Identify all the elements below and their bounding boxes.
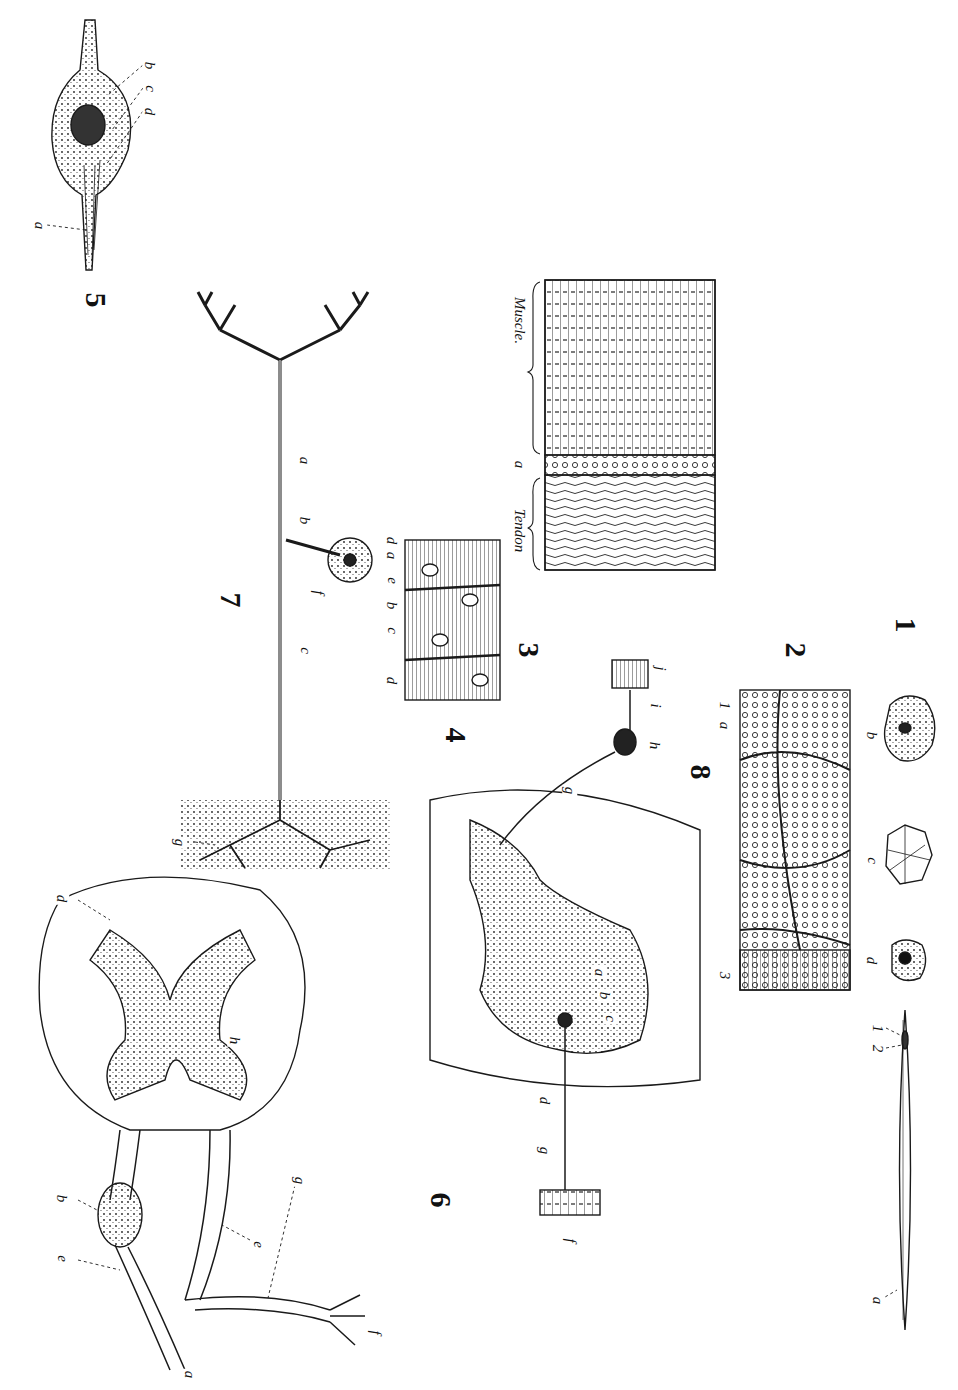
part-name: Muscle. <box>512 294 527 345</box>
callout-letter: a <box>513 458 528 470</box>
callout-letter: f <box>310 588 325 596</box>
callout-letter: b <box>385 599 400 611</box>
fig3-muscle-tendon <box>528 280 715 570</box>
fig1-cells <box>885 696 935 1330</box>
figure-number: 1 <box>890 616 920 635</box>
callout-letter: c <box>297 645 312 656</box>
callout-letter: b <box>55 1192 70 1204</box>
callout-letter: d <box>865 954 880 966</box>
callout-letter: 3 <box>718 969 733 981</box>
callout-letter: g <box>173 836 188 848</box>
callout-letter: a <box>718 719 733 731</box>
callout-letter: c <box>864 855 879 866</box>
figure-number: 6 <box>425 1191 455 1210</box>
figure-number: 4 <box>440 726 470 745</box>
callout-letter: c <box>602 1013 617 1024</box>
fig6-spinal-cord-roots <box>39 877 365 1370</box>
fig5-nerve-cell <box>47 20 143 270</box>
callout-letter: d <box>538 1094 553 1106</box>
callout-letter: 1 <box>871 1022 886 1034</box>
callout-letter: g <box>293 1174 308 1186</box>
figure-number: 8 <box>685 763 715 782</box>
callout-letter: j <box>652 664 667 672</box>
callout-letter: b <box>143 59 158 71</box>
callout-letter: a <box>33 219 48 231</box>
callout-letter: a <box>871 1294 886 1306</box>
callout-letter: 1 <box>718 699 733 711</box>
callout-letter: a <box>298 454 313 466</box>
callout-letter: d <box>385 534 400 546</box>
callout-letter: b <box>298 514 313 526</box>
callout-letter: f <box>562 1236 577 1244</box>
figure-number: 5 <box>80 291 110 310</box>
callout-letter: f <box>367 1328 382 1336</box>
callout-letter: c <box>384 625 399 636</box>
fig7-motor-neuron <box>180 292 390 870</box>
callout-letter: d <box>385 674 400 686</box>
fig2-nerve-section <box>740 690 850 990</box>
callout-letter: g <box>538 1144 553 1156</box>
callout-letter: a <box>183 1368 198 1380</box>
callout-letter: e <box>54 1253 69 1264</box>
figure-number: 3 <box>513 641 543 660</box>
callout-letter: b <box>598 989 613 1001</box>
callout-letter: g <box>563 784 578 796</box>
part-name: Tendon <box>513 506 528 554</box>
callout-letter: h <box>648 739 663 751</box>
fig8-reflex-arc <box>430 660 700 1215</box>
callout-letter: a <box>593 966 608 978</box>
callout-letter: 2 <box>871 1042 886 1054</box>
callout-letter: i <box>647 701 662 709</box>
fig4-cardiac-muscle <box>405 540 500 700</box>
callout-letter: e <box>250 1239 265 1250</box>
callout-letter: e <box>384 575 399 586</box>
figure-number: 2 <box>780 641 810 660</box>
callout-letter: d <box>55 892 70 904</box>
callout-letter: h <box>228 1034 243 1046</box>
callout-letter: c <box>142 83 157 94</box>
callout-letter: b <box>865 729 880 741</box>
callout-letter: d <box>143 105 158 117</box>
figure-number: 7 <box>215 591 245 610</box>
callout-letter: a <box>385 549 400 561</box>
